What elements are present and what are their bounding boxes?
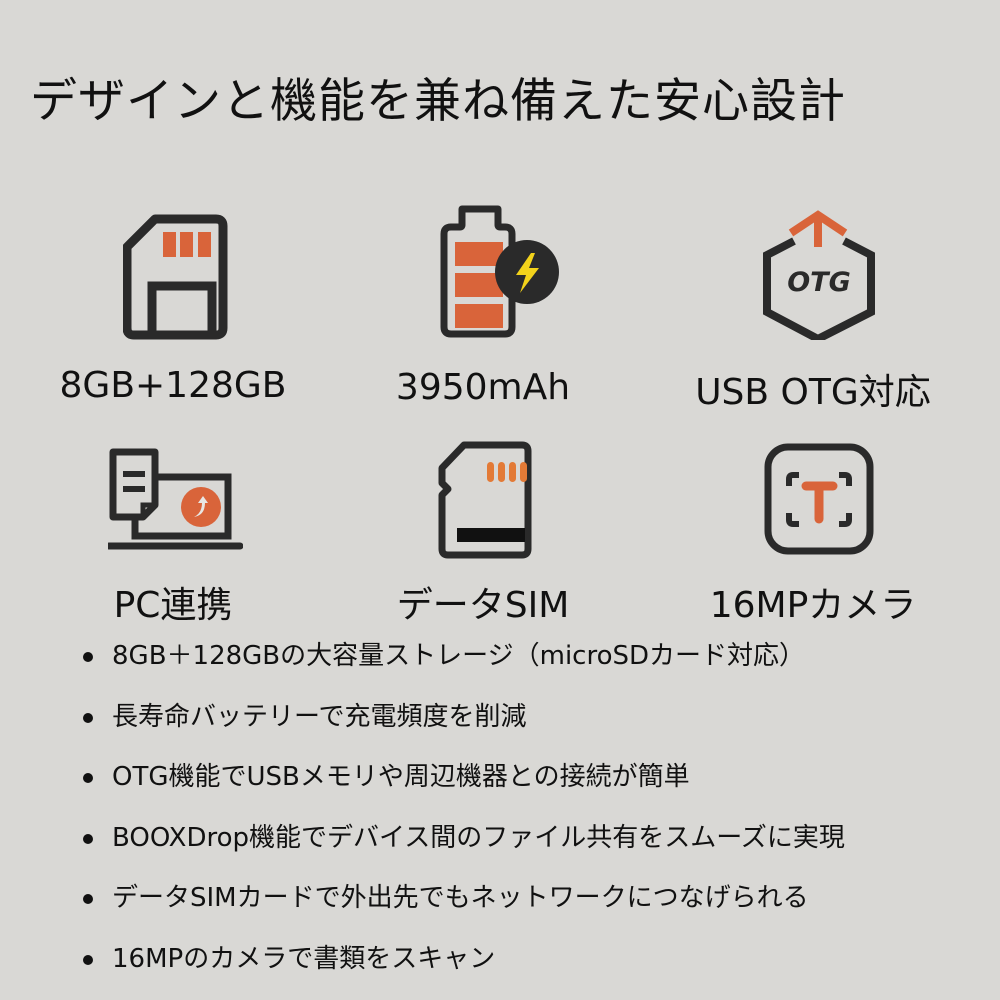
feature-bullet-list: 8GB＋128GBの大容量ストレージ（microSDカード対応） 長寿命バッテリ… [80, 636, 845, 999]
feature-camera: 16MPカメラ [663, 440, 963, 626]
feature-label: USB OTG対応 [695, 372, 931, 413]
feature-storage: 8GB+128GB [23, 205, 323, 415]
battery-charging-icon [440, 205, 560, 340]
svg-text:OTG: OTG [787, 267, 851, 298]
bullet-icon [83, 712, 93, 723]
sim-card-icon [436, 440, 536, 560]
otg-icon: OTG [760, 205, 880, 340]
camera-scan-icon [763, 440, 878, 560]
list-item: BOOXDrop機能でデバイス間のファイル共有をスムーズに実現 [80, 818, 845, 879]
bullet-icon [83, 894, 93, 904]
page-title: デザインと機能を兼ね備えた安心設計 [30, 74, 846, 129]
feature-label: データSIM [396, 585, 570, 626]
feature-otg: OTG USB OTG対応 [663, 205, 963, 415]
list-item: OTG機能でUSBメモリや周辺機器との接続が簡単 [80, 757, 845, 818]
list-item: データSIMカードで外出先でもネットワークにつなげられる [80, 878, 845, 939]
feature-battery: 3950mAh [333, 205, 633, 415]
feature-label: 8GB+128GB [59, 365, 287, 406]
list-item: 16MPのカメラで書類をスキャン [80, 939, 845, 1000]
bullet-icon [83, 833, 93, 844]
pc-transfer-icon [108, 445, 243, 550]
bullet-icon [83, 652, 93, 662]
bullet-icon [83, 773, 93, 783]
feature-pc: PC連携 [23, 440, 323, 626]
feature-label: 3950mAh [395, 367, 571, 408]
list-item: 8GB＋128GBの大容量ストレージ（microSDカード対応） [80, 636, 845, 697]
feature-sim: データSIM [333, 440, 633, 626]
storage-card-icon [123, 210, 233, 340]
bullet-icon [83, 954, 93, 965]
feature-label: PC連携 [113, 585, 233, 626]
feature-label: 16MPカメラ [709, 585, 917, 626]
list-item: 長寿命バッテリーで充電頻度を削減 [80, 697, 845, 758]
